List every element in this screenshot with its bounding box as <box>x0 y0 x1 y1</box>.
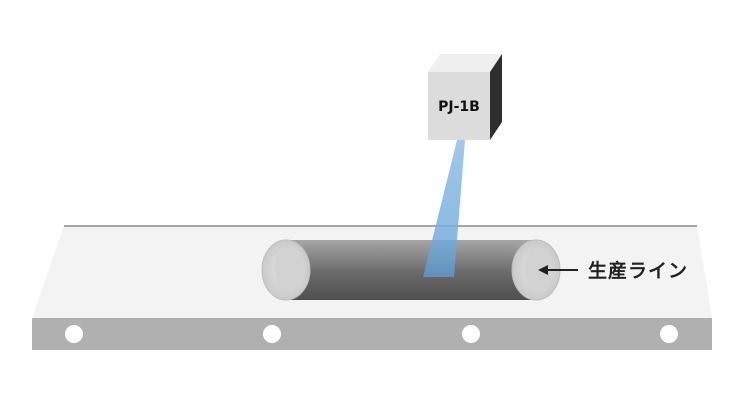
roller-hole <box>462 325 480 343</box>
roller-hole <box>65 325 83 343</box>
sensor-beam <box>423 140 465 277</box>
pipe-left-inner <box>275 247 305 293</box>
sensor-side-face <box>490 54 502 140</box>
sensor-unit: PJ-1B <box>428 54 502 140</box>
production-line-label: 生産ライン <box>588 259 688 282</box>
arrow-head-icon <box>538 265 548 275</box>
sensor-front-face <box>428 72 490 140</box>
roller-hole <box>660 325 678 343</box>
sensor-label: PJ-1B <box>438 99 480 115</box>
sensor-top-face <box>428 54 502 72</box>
pipe-body <box>286 240 536 300</box>
conveyor-front-rail <box>32 318 712 350</box>
pipe <box>261 239 561 301</box>
roller-hole <box>263 325 281 343</box>
line-arrow <box>538 265 578 275</box>
